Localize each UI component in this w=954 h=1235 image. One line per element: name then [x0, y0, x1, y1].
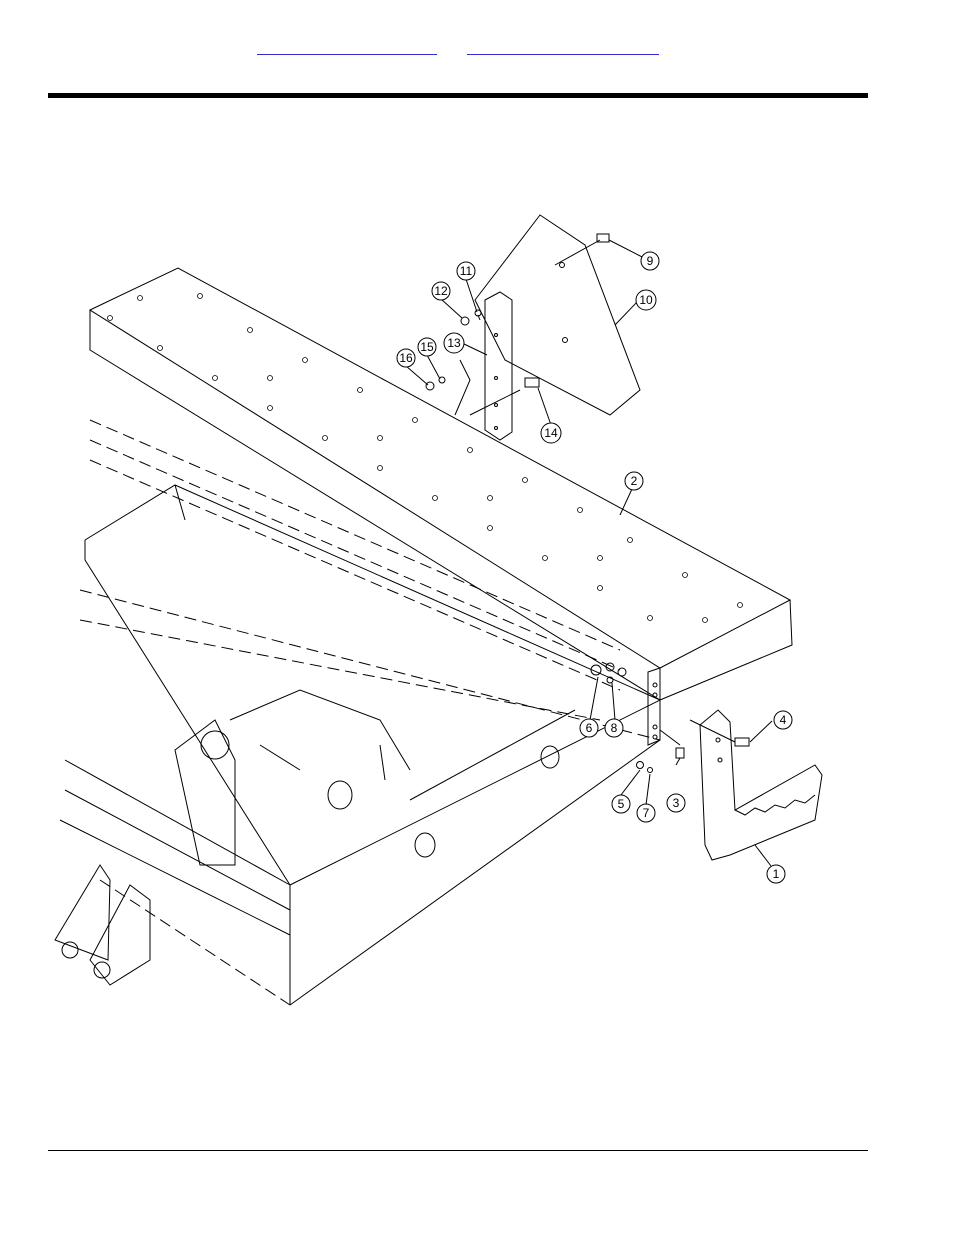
svg-text:7: 7 [643, 806, 650, 820]
svg-text:3: 3 [673, 796, 680, 810]
callout-6: 6 [580, 719, 598, 737]
callout-14: 14 [541, 423, 561, 443]
svg-text:15: 15 [420, 340, 434, 354]
callout-10: 10 [636, 290, 656, 310]
svg-text:14: 14 [544, 426, 558, 440]
callout-3: 3 [667, 794, 685, 812]
hitch-brackets [55, 865, 150, 985]
footer-rule [48, 1150, 868, 1151]
callouts: 1 2 3 4 5 6 7 8 9 10 11 12 13 14 15 16 [397, 252, 792, 883]
callout-16: 16 [397, 349, 415, 367]
svg-text:6: 6 [586, 721, 593, 735]
callout-13: 13 [444, 333, 464, 353]
svg-text:5: 5 [618, 797, 625, 811]
svg-text:13: 13 [447, 336, 461, 350]
callout-12: 12 [432, 282, 450, 300]
svg-text:8: 8 [611, 721, 618, 735]
svg-text:16: 16 [399, 351, 413, 365]
svg-text:2: 2 [631, 474, 638, 488]
callout-15: 15 [418, 338, 436, 356]
callout-1: 1 [767, 865, 785, 883]
callout-9: 9 [641, 252, 659, 270]
callout-8: 8 [605, 719, 623, 737]
svg-text:11: 11 [460, 264, 473, 278]
callout-11: 11 [457, 262, 475, 280]
handrail-plate [475, 215, 640, 415]
callout-5: 5 [612, 795, 630, 813]
svg-text:4: 4 [780, 713, 787, 727]
center-mount [175, 690, 410, 865]
callout-4: 4 [774, 711, 792, 729]
upright-strap [455, 292, 512, 440]
callout-7: 7 [637, 804, 655, 822]
svg-text:12: 12 [434, 284, 448, 298]
end-plate [648, 668, 660, 745]
walkboard [90, 268, 792, 700]
step-bracket [700, 710, 822, 860]
svg-text:10: 10 [639, 293, 653, 307]
svg-text:1: 1 [773, 867, 780, 881]
svg-text:9: 9 [647, 254, 654, 268]
callout-2: 2 [625, 472, 643, 490]
